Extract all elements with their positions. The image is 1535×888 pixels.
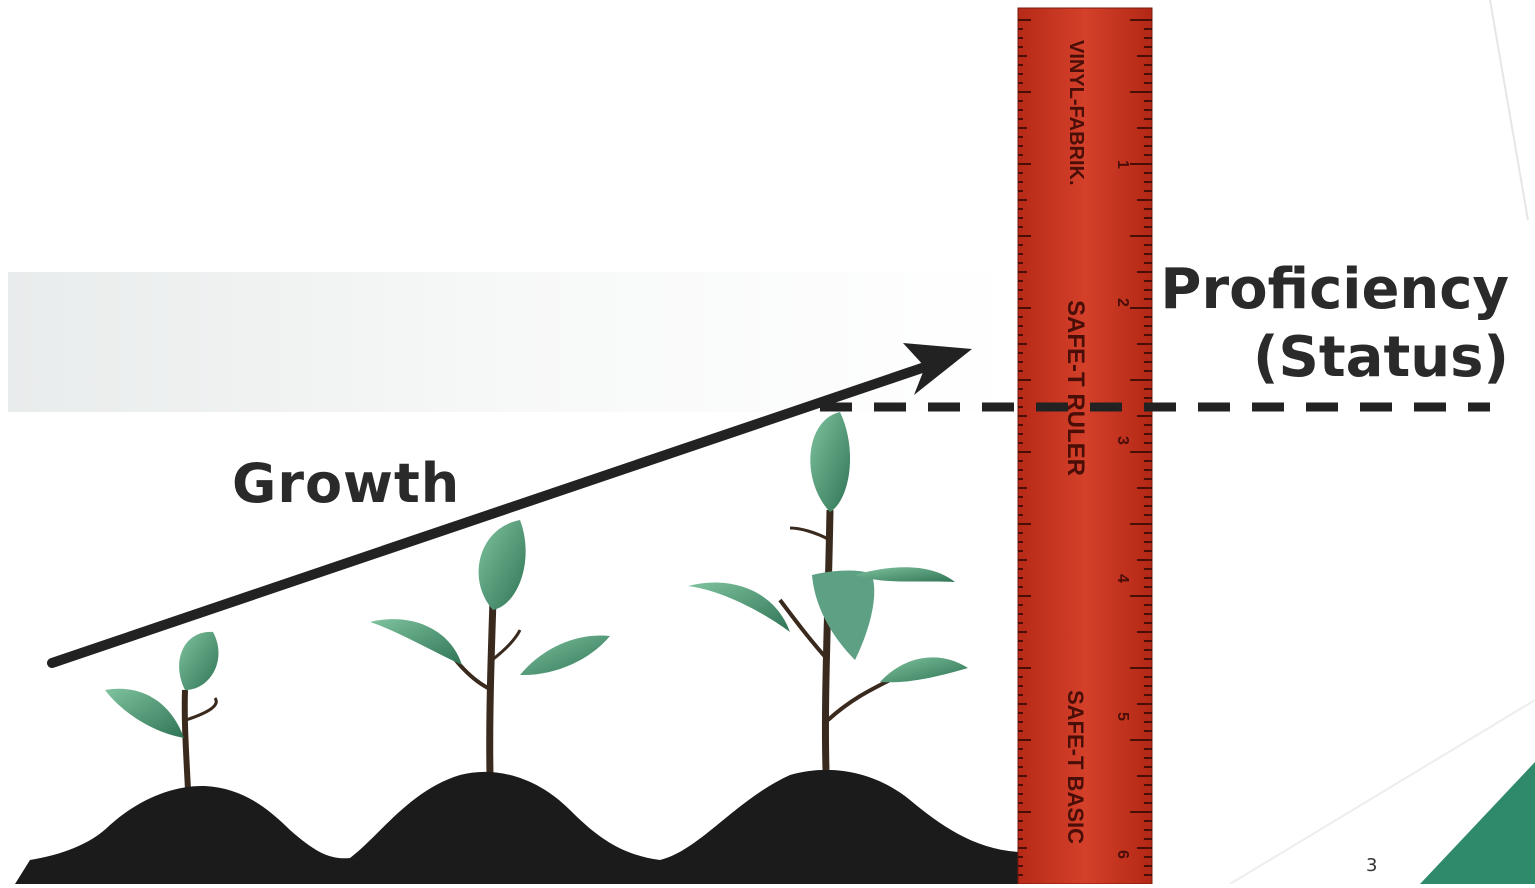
slide-number: 3 bbox=[1366, 855, 1378, 876]
proficiency-label-line2: (Status) bbox=[1252, 325, 1509, 390]
corner-accent bbox=[1420, 762, 1535, 884]
proficiency-label: Proficiency(Status) bbox=[1160, 256, 1509, 392]
ruler-brand-top: VINYL-FABRIK. bbox=[1065, 40, 1087, 186]
ruler-brand-middle: SAFE-T RULER bbox=[1062, 300, 1089, 476]
ruler-inch-number: 5 bbox=[1114, 712, 1131, 721]
plant-tall bbox=[688, 412, 968, 771]
ruler-inch-number: 2 bbox=[1114, 298, 1131, 307]
plant-medium bbox=[370, 520, 610, 776]
ruler-ticks: 1 2 3 4 5 6 bbox=[1018, 19, 1152, 876]
ruler: 1 2 3 4 5 6 VINYL-FABRIK. SAFE-T RULER SAFE-T… bbox=[1017, 7, 1153, 885]
growth-arrow-head bbox=[903, 343, 972, 395]
ruler-inch-number: 4 bbox=[1114, 574, 1131, 583]
ruler-inch-number: 1 bbox=[1114, 160, 1131, 169]
growth-arrow-shaft bbox=[47, 362, 930, 668]
ruler-brand-bottom: SAFE-T BASIC bbox=[1063, 690, 1088, 844]
growth-label: Growth bbox=[232, 452, 461, 515]
decor-line bbox=[1229, 699, 1535, 885]
plant-small bbox=[105, 631, 219, 791]
soil bbox=[15, 769, 1020, 884]
decor-line bbox=[1489, 0, 1529, 221]
proficiency-label-line1: Proficiency bbox=[1160, 257, 1509, 322]
ruler-inch-number: 3 bbox=[1114, 436, 1131, 445]
ruler-inch-number: 6 bbox=[1114, 850, 1131, 859]
